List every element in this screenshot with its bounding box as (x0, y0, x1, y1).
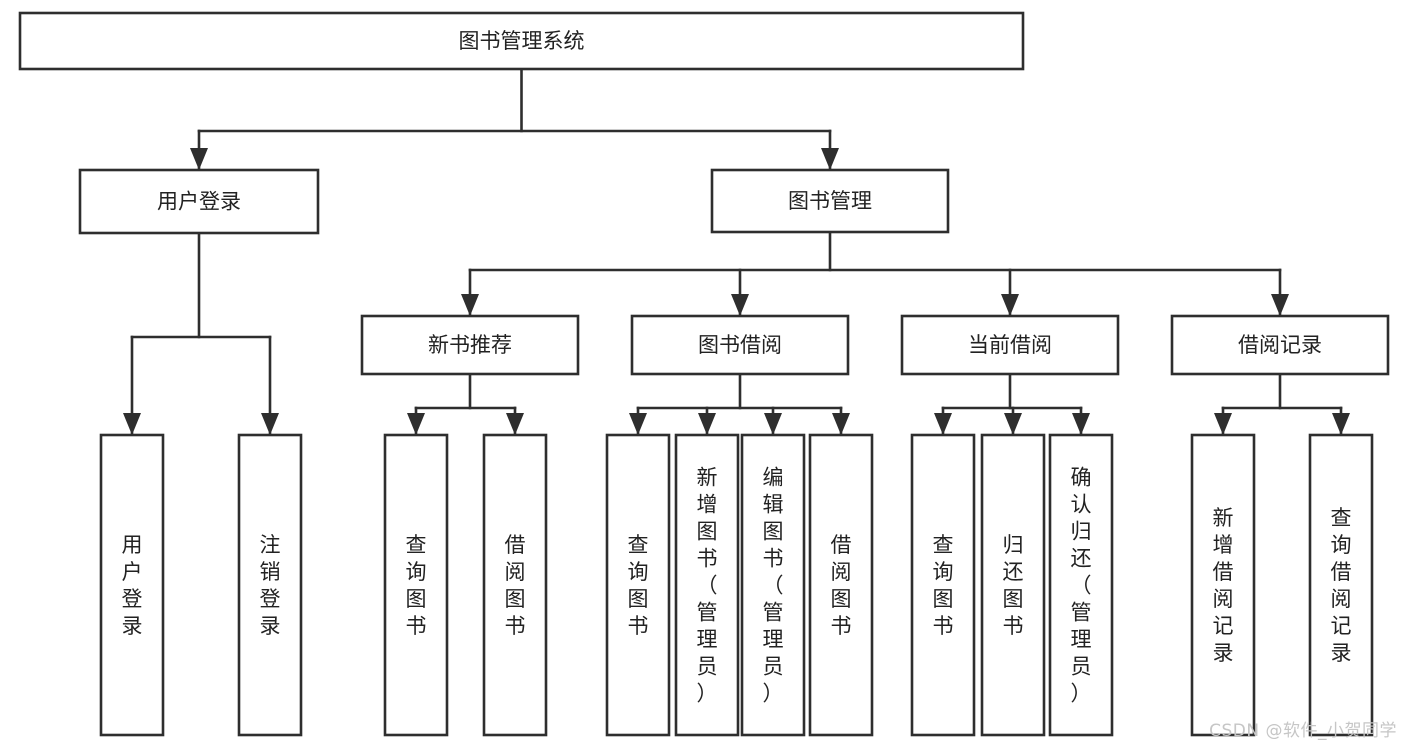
node-leaf-query-book-3-label: 查询图书 (933, 533, 954, 638)
root-to-user-login-arrowhead (190, 148, 208, 170)
node-leaf-query-book-1-label: 查询图书 (406, 533, 427, 638)
node-leaf-query-borrow-record-box[interactable] (1308, 433, 1374, 737)
node-leaf-confirm-return-label: 确认归还（管理员） (1071, 466, 1092, 706)
l2-drop-book-borrow-arrowhead (731, 294, 749, 316)
node-leaf-query-book-3-box[interactable] (910, 433, 976, 737)
node-leaf-borrow-book-1-box[interactable] (482, 433, 548, 737)
node-leaf-add-borrow-record-label: 新增借阅记录 (1213, 506, 1234, 665)
node-book-manage-box[interactable] (710, 168, 950, 234)
current-borrow-leaf-drop-1-arrowhead (1004, 413, 1022, 435)
node-user-login-label: 用户登录 (157, 190, 241, 214)
book-borrow-leaf-drop-3-arrowhead (832, 413, 850, 435)
node-new-book-recommend-box[interactable] (360, 314, 580, 376)
node-current-borrow-box[interactable] (900, 314, 1120, 376)
node-book-manage-label: 图书管理 (788, 189, 872, 213)
node-leaf-logout-login-box[interactable] (237, 433, 303, 737)
node-leaf-add-book-label: 新增图书（管理员） (697, 466, 718, 706)
current-borrow-leaf-drop-2-arrowhead (1072, 413, 1090, 435)
new-book-recommend-leaf-drop-1-arrowhead (506, 413, 524, 435)
root-to-book-manage-arrowhead (821, 148, 839, 170)
node-leaf-query-book-2-label: 查询图书 (628, 533, 649, 638)
node-borrow-record-label: 借阅记录 (1238, 333, 1322, 357)
watermark-label: CSDN @软件_小贺同学 (1209, 721, 1397, 741)
root-node-label: 图书管理系统 (459, 29, 585, 53)
book-borrow-leaf-drop-1-arrowhead (698, 413, 716, 435)
l2-drop-borrow-record-arrowhead (1271, 294, 1289, 316)
node-leaf-return-book-label: 归还图书 (1003, 533, 1024, 638)
node-leaf-return-book-box[interactable] (980, 433, 1046, 737)
node-leaf-confirm-return-box[interactable] (1048, 433, 1114, 737)
node-leaf-query-borrow-record-label: 查询借阅记录 (1331, 506, 1352, 665)
diagram-nodes: 图书管理系统用户登录图书管理新书推荐图书借阅当前借阅借阅记录用户登录注销登录查询… (18, 11, 1390, 737)
node-leaf-borrow-book-1-label: 借阅图书 (505, 533, 526, 638)
node-book-borrow-label: 图书借阅 (698, 333, 782, 357)
node-leaf-query-book-1-box[interactable] (383, 433, 449, 737)
l2-drop-current-borrow-arrowhead (1001, 294, 1019, 316)
new-book-recommend-leaf-drop-0-arrowhead (407, 413, 425, 435)
node-leaf-user-login-label: 用户登录 (122, 533, 143, 638)
borrow-record-leaf-drop-0-arrowhead (1214, 413, 1232, 435)
node-user-login-box[interactable] (78, 168, 320, 235)
node-leaf-user-login-box[interactable] (99, 433, 165, 737)
borrow-record-leaf-drop-1-arrowhead (1332, 413, 1350, 435)
root-node-box[interactable] (18, 11, 1025, 71)
user-login-leaf-drop-0-arrowhead (123, 413, 141, 435)
connector-links (123, 67, 1350, 437)
current-borrow-leaf-drop-0-arrowhead (934, 413, 952, 435)
node-borrow-record-box[interactable] (1170, 314, 1390, 376)
book-borrow-leaf-drop-2-arrowhead (764, 413, 782, 435)
user-login-leaf-drop-1-arrowhead (261, 413, 279, 435)
node-leaf-logout-login-label: 注销登录 (260, 533, 281, 638)
node-leaf-borrow-book-2-box[interactable] (808, 433, 874, 737)
node-leaf-borrow-book-2-label: 借阅图书 (831, 533, 852, 638)
l2-drop-new-book-recommend-arrowhead (461, 294, 479, 316)
node-current-borrow-label: 当前借阅 (968, 333, 1052, 357)
node-leaf-add-borrow-record-box[interactable] (1190, 433, 1256, 737)
node-leaf-add-book-box[interactable] (674, 433, 740, 737)
node-leaf-edit-book-label: 编辑图书（管理员） (763, 466, 784, 706)
node-new-book-recommend-label: 新书推荐 (428, 333, 512, 357)
book-borrow-leaf-drop-0-arrowhead (629, 413, 647, 435)
node-leaf-edit-book-box[interactable] (740, 433, 806, 737)
node-book-borrow-box[interactable] (630, 314, 850, 376)
node-leaf-query-book-2-box[interactable] (605, 433, 671, 737)
